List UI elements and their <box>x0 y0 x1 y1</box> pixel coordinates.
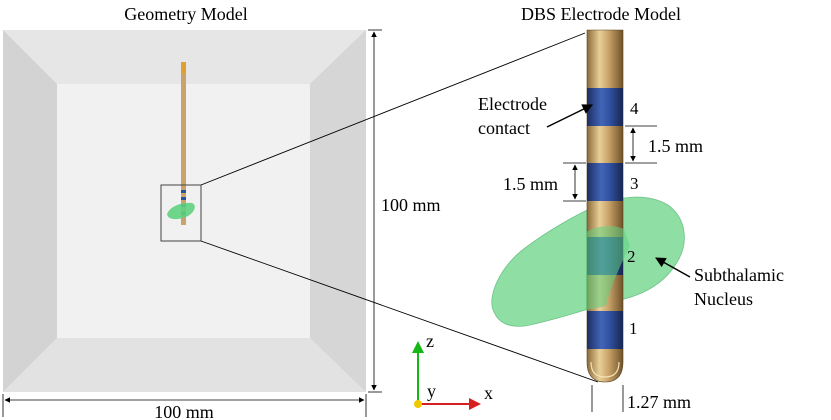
axis-y-label: y <box>427 381 436 401</box>
subthalamic-label-line1: Subthalamic <box>694 265 784 285</box>
electrode-model-title: DBS Electrode Model <box>521 4 681 24</box>
contact-spacing-dimension <box>625 125 657 164</box>
width-dimension-label: 100 mm <box>154 402 214 420</box>
contact-height-dimension <box>563 162 586 202</box>
electrode-contact-arrow <box>546 104 593 128</box>
dbs-lead <box>586 29 624 383</box>
electrode-contact-label-line2: contact <box>478 118 530 138</box>
contact-number-3: 3 <box>630 174 639 193</box>
width-dimension <box>2 394 367 417</box>
contact-height-label: 1.5 mm <box>503 174 558 194</box>
contact-1 <box>587 311 623 349</box>
contact-3 <box>587 163 623 201</box>
axes-triad <box>412 341 481 410</box>
contact-number-4: 4 <box>630 99 639 118</box>
diameter-dimension <box>591 385 624 412</box>
electrode-contact-label-line1: Electrode <box>478 94 547 114</box>
axis-z-label: z <box>426 331 434 351</box>
contact-4 <box>587 88 623 126</box>
contact-spacing-label: 1.5 mm <box>648 136 703 156</box>
small-lead <box>167 62 195 225</box>
subthalamic-label-line2: Nucleus <box>694 289 753 309</box>
zoom-line-bottom <box>200 240 599 383</box>
zoom-box <box>160 184 202 242</box>
contact-number-1: 1 <box>629 319 638 338</box>
geometry-model-title: Geometry Model <box>124 4 247 24</box>
height-dimension <box>368 29 382 393</box>
subthalamic-nucleus-front <box>586 226 630 310</box>
zoom-line-top <box>200 32 586 186</box>
subthalamic-arrow <box>655 257 691 278</box>
axis-x-label: x <box>484 383 493 403</box>
contact-number-2: 2 <box>627 247 636 266</box>
height-dimension-label: 100 mm <box>381 195 441 215</box>
diameter-label: 1.27 mm <box>627 392 691 412</box>
